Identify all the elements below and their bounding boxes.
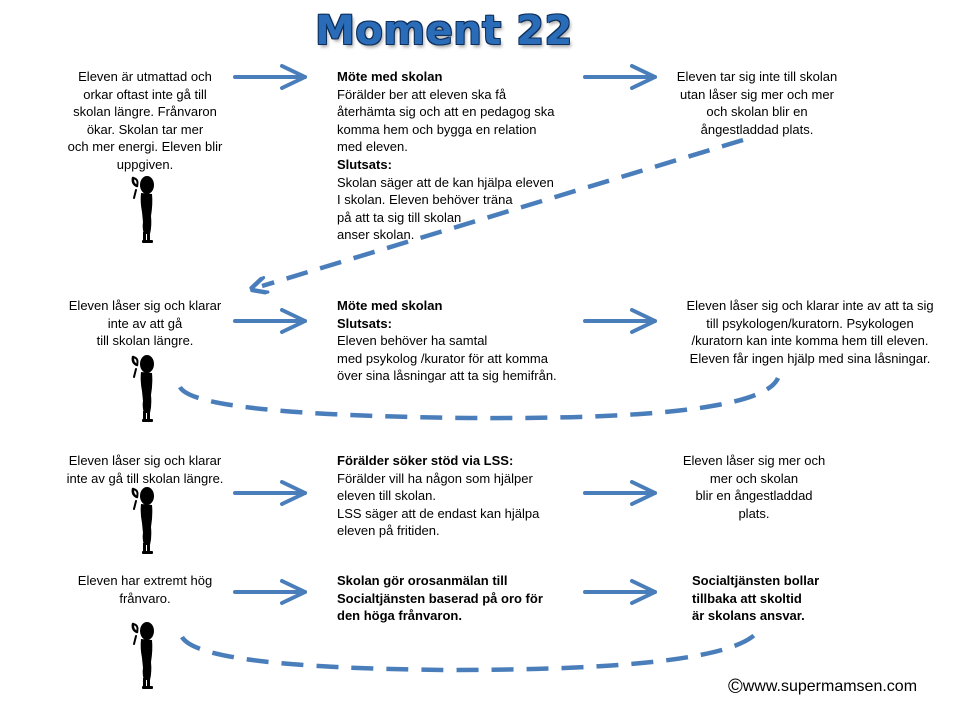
dashed-arrow-loop-back: [262, 137, 744, 286]
row2-right-text: Eleven låser sig och klarar inte av att …: [672, 297, 948, 367]
text-line: Socialtjänsten baserad på oro för: [337, 590, 543, 606]
text-line: orkar oftast inte gå till: [83, 86, 207, 102]
text-line: med psykolog /kurator för att komma: [337, 350, 548, 366]
text-line: anser skolan.: [337, 227, 415, 243]
text-line: Förälder ber att eleven ska få: [337, 86, 507, 102]
text-line: och skolan blir en: [706, 104, 808, 120]
row1-left-text: Eleven är utmattad och orkar oftast inte …: [55, 68, 235, 174]
row2-left-text: Eleven låser sig och klarar inte av att g…: [50, 297, 240, 350]
text-line: Eleven behöver ha samtal: [337, 333, 488, 349]
text-line: återhämta sig och att en pedagog ska: [337, 104, 555, 120]
arrow-right-icon: [233, 579, 307, 605]
text-line: mer och skolan: [709, 470, 799, 486]
text-line: inte av att gå: [107, 315, 183, 331]
row4-right-text: Socialtjänsten bollar tillbaka att skolti…: [692, 572, 819, 625]
text-line: är skolans ansvar.: [692, 608, 805, 624]
row4-left-text: Eleven har extremt hög frånvaro.: [55, 572, 235, 607]
text-line: Eleven är utmattad och: [78, 69, 212, 84]
text-line: ångestladdad plats.: [700, 121, 814, 137]
arrow-right-icon: [583, 308, 657, 334]
text-line: tillbaka att skoltid: [692, 590, 802, 606]
page-title: Moment 22: [315, 8, 573, 54]
text-line: Slutsats:: [337, 156, 392, 172]
text-line: ökar. Skolan tar mer: [86, 121, 204, 137]
arrow-right-icon: [583, 579, 657, 605]
text-line: skolan längre. Frånvaron: [73, 104, 217, 120]
arrow-right-icon: [583, 64, 657, 90]
text-line: på att ta sig till skolan: [337, 209, 462, 225]
row3-right-text: Eleven låser sig mer och mer och skolan bl…: [664, 452, 844, 522]
copyright-symbol: ©: [728, 676, 743, 698]
text-line: Skolan gör orosanmälan till: [337, 573, 508, 588]
text-line: Socialtjänsten bollar: [692, 573, 820, 588]
text-line: med eleven.: [337, 139, 408, 155]
text-line: Eleven har extremt hög: [77, 573, 213, 588]
text-line: eleven på fritiden.: [337, 523, 440, 539]
text-line: uppgiven.: [116, 156, 174, 172]
text-line: Eleven tar sig inte till skolan: [676, 69, 838, 84]
text-line: eleven till skolan.: [337, 488, 436, 504]
text-line: och mer energi. Eleven blir: [67, 139, 223, 155]
slumped-person-icon: [131, 174, 156, 245]
text-line: I skolan. Eleven behöver träna: [337, 192, 513, 208]
slumped-person-icon: [131, 485, 156, 556]
text-line: Eleven låser sig och klarar: [68, 453, 222, 468]
text-line: över sina låsningar att ta sig hemifrån.: [337, 368, 557, 384]
text-line: inte av gå till skolan längre.: [66, 470, 224, 486]
text-line: Möte med skolan: [337, 298, 443, 313]
text-line: komma hem och bygga en relation: [337, 121, 537, 137]
text-line: LSS säger att de endast kan hjälpa: [337, 505, 540, 521]
text-line: till psykologen/kuratorn. Psykologen: [706, 315, 914, 331]
text-line: Slutsats:: [337, 315, 392, 331]
dashed-curve-loop: [180, 626, 763, 673]
text-line: utan låser sig mer och mer: [680, 86, 834, 102]
text-line: /kuratorn kan inte komma hem till eleven…: [691, 333, 929, 349]
text-line: Eleven låser sig och klarar: [68, 298, 222, 313]
text-line: Möte med skolan: [337, 69, 443, 84]
slumped-person-icon: [131, 353, 156, 424]
text-line: till skolan längre.: [96, 333, 194, 349]
footer-url[interactable]: www.supermamsen.com: [742, 678, 918, 695]
dashed-curve-loop: [178, 376, 781, 421]
text-line: blir en ångestladdad: [695, 488, 813, 504]
row3-middle-text: Förälder söker stöd via LSS: Förälder vil…: [337, 452, 539, 540]
text-line: Förälder söker stöd via LSS:: [337, 453, 514, 468]
row3-left-text: Eleven låser sig och klarar inte av gå ti…: [55, 452, 235, 487]
text-line: Förälder vill ha någon som hjälper: [337, 470, 533, 486]
text-line: Eleven låser sig och klarar inte av att …: [686, 298, 934, 313]
footer-copyright: ©www.supermamsen.com: [728, 676, 917, 699]
text-line: den höga frånvaron.: [337, 608, 462, 624]
arrow-right-icon: [233, 64, 307, 90]
slumped-person-icon: [131, 620, 156, 691]
text-line: Eleven låser sig mer och: [682, 453, 826, 468]
arrow-right-icon: [233, 308, 307, 334]
text-line: frånvaro.: [119, 590, 171, 606]
text-line: Eleven får ingen hjälp med sina låsninga…: [689, 350, 931, 366]
text-line: plats.: [738, 505, 770, 521]
text-line: Skolan säger att de kan hjälpa eleven: [337, 174, 554, 190]
arrow-right-icon: [583, 480, 657, 506]
arrow-right-icon: [233, 480, 307, 506]
row1-right-text: Eleven tar sig inte till skolan utan låse…: [662, 68, 852, 138]
